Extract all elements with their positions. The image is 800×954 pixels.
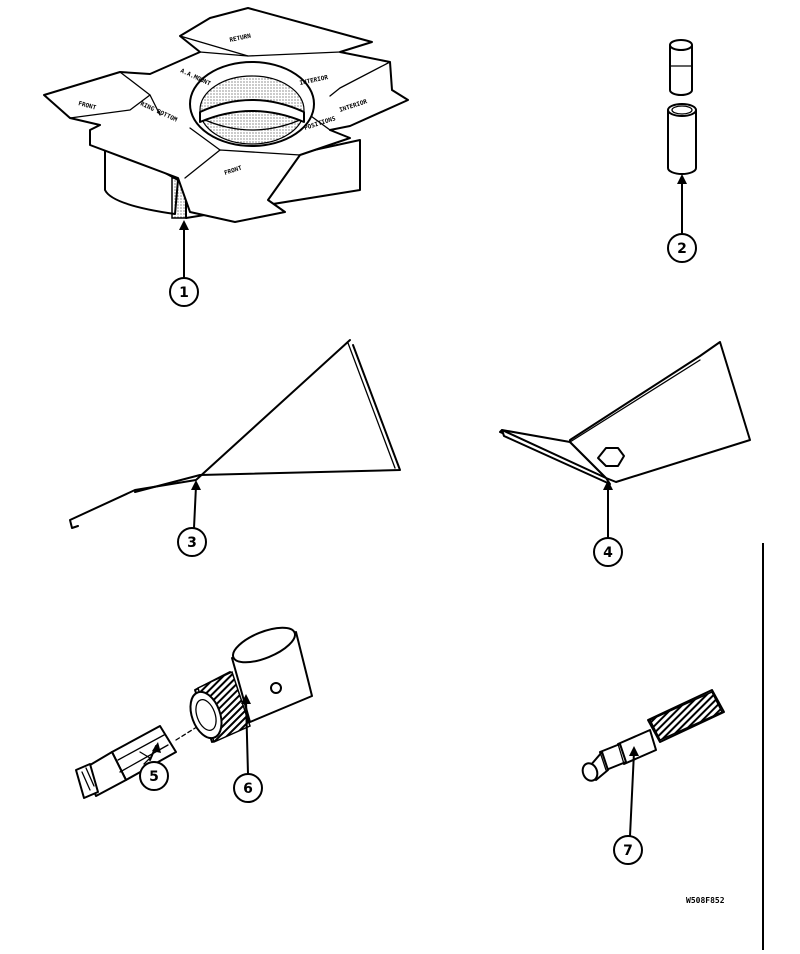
callout-1-label: 1 bbox=[179, 285, 189, 301]
callout-6: 6 bbox=[233, 773, 263, 803]
svg-text:RETURN: RETURN bbox=[229, 33, 252, 44]
leader-lines bbox=[149, 174, 687, 837]
drawing-code: W508F852 bbox=[686, 896, 725, 905]
callout-6-label: 6 bbox=[243, 781, 253, 797]
item-6-socket bbox=[189, 626, 313, 744]
item-1-tray: RETURN A.A.MOUNT INTERIOR RING BOTTOM FR… bbox=[43, 7, 409, 223]
callout-2: 2 bbox=[667, 233, 697, 263]
callout-7-label: 7 bbox=[623, 843, 633, 859]
callout-5-label: 5 bbox=[149, 769, 159, 785]
callout-3: 3 bbox=[177, 527, 207, 557]
item-7-punch bbox=[581, 689, 725, 782]
callout-1: 1 bbox=[169, 277, 199, 307]
callout-3-label: 3 bbox=[187, 535, 197, 551]
callout-5: 5 bbox=[139, 761, 169, 791]
item-3-wire-hook bbox=[69, 339, 401, 529]
svg-text:FRONT: FRONT bbox=[77, 100, 97, 112]
item-4-hex-bracket bbox=[499, 341, 751, 485]
callout-2-label: 2 bbox=[677, 241, 687, 257]
item-2-sleeves bbox=[667, 39, 697, 175]
callout-4: 4 bbox=[593, 537, 623, 567]
callout-4-label: 4 bbox=[603, 545, 613, 561]
callout-7: 7 bbox=[613, 835, 643, 865]
